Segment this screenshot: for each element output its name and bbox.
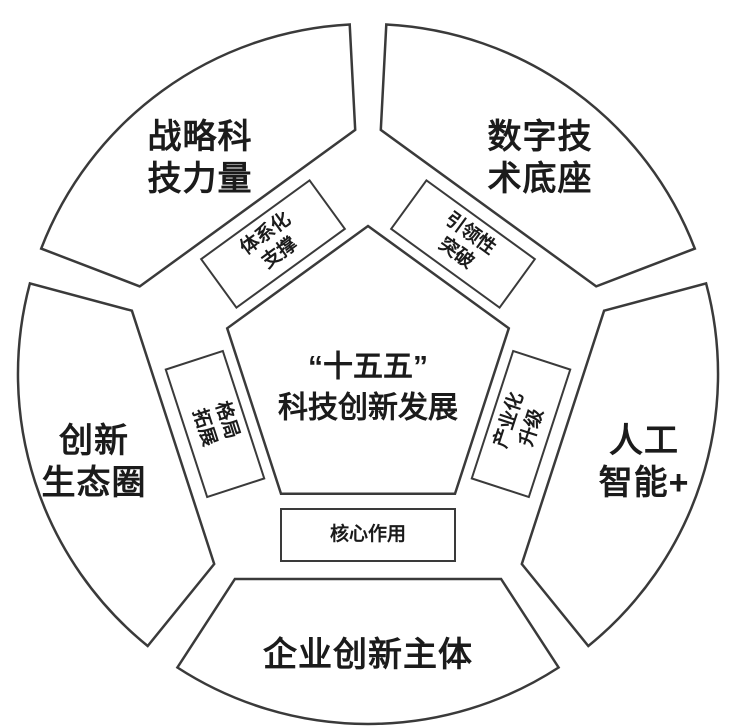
label-digital-base-line1: 数字技 [487, 117, 593, 156]
center-title: “十五五” 科技创新发展 [278, 348, 458, 429]
center-title-line1: “十五五” [308, 350, 428, 384]
label-ai-plus-line2: 智能+ [598, 464, 690, 502]
label-digital-base: 数字技 术底座 [488, 116, 593, 200]
label-innovation-ecosystem-line1: 创新 [59, 421, 129, 460]
label-ai-plus-line1: 人工 [608, 421, 679, 460]
label-strategic-tech: 战略科 技力量 [148, 116, 253, 200]
label-enterprise-innovation-line1: 企业创新主体 [263, 635, 473, 674]
sector-ai-plus-shape [520, 281, 720, 648]
label-enterprise-innovation: 企业创新主体 [263, 634, 473, 676]
label-strategic-tech-line1: 战略科 [147, 117, 253, 156]
label-ai-plus: 人工 智能+ [599, 420, 690, 504]
sector-strategic-tech-shape [39, 23, 357, 288]
center-pentagon-shape [225, 224, 511, 495]
sector-enterprise-innovation-shape [175, 577, 561, 726]
label-innovation-ecosystem-line2: 生态圈 [41, 464, 147, 502]
label-strategic-tech-line2: 技力量 [147, 160, 253, 198]
label-digital-base-line2: 术底座 [487, 160, 593, 198]
label-innovation-ecosystem: 创新 生态圈 [42, 420, 147, 504]
box-core-role-line1: 核心作用 [329, 524, 406, 546]
sector-digital-base-shape [379, 23, 697, 288]
box-core-role: 核心作用 [280, 508, 456, 562]
sector-innovation-ecosystem-shape [16, 281, 216, 648]
center-title-line2: 科技创新发展 [278, 391, 458, 424]
